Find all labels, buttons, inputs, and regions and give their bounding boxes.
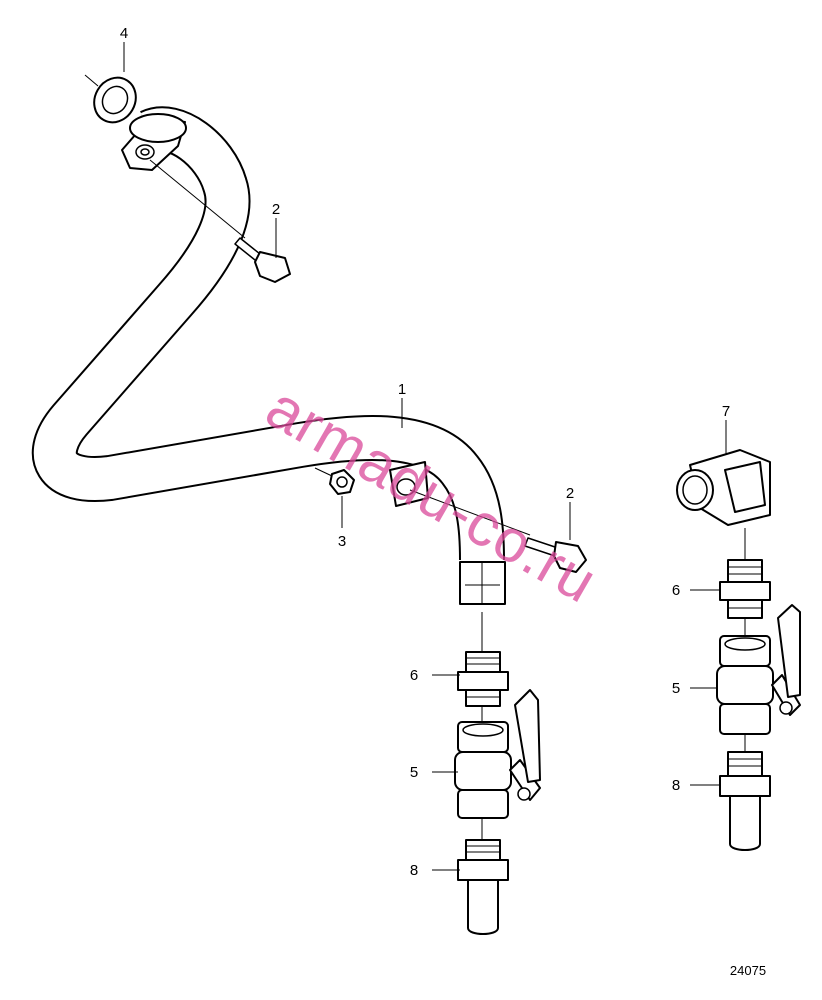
label-part-1: 1 xyxy=(398,381,406,398)
bolt-part-2-top xyxy=(149,159,291,283)
o-ring-part-4 xyxy=(84,74,137,124)
label-part-5-right: 5 xyxy=(672,680,680,697)
hose-adapter-part-8-left xyxy=(457,818,509,935)
valve-part-5-left xyxy=(454,689,541,819)
label-part-6-right: 6 xyxy=(672,582,680,599)
watermark: armadu-co.ru xyxy=(256,373,609,615)
label-part-2-top: 2 xyxy=(272,201,280,218)
part-labels: 4 2 1 3 2 7 6 5 8 6 5 8 xyxy=(120,25,730,879)
valve-part-5-right xyxy=(716,604,801,735)
adapter-part-6-right xyxy=(719,528,771,619)
bolt-part-2-mid xyxy=(409,489,587,573)
leader-lines xyxy=(123,42,727,871)
nut-part-3 xyxy=(314,467,355,495)
hose-adapter-part-8-right xyxy=(719,734,771,851)
label-part-8-right: 8 xyxy=(672,777,680,794)
adapter-part-6-left xyxy=(457,612,509,707)
label-part-8-left: 8 xyxy=(410,862,418,879)
label-part-2-mid: 2 xyxy=(566,485,574,502)
label-part-3: 3 xyxy=(338,533,346,550)
label-part-6-left: 6 xyxy=(410,667,418,684)
label-part-4: 4 xyxy=(120,25,128,42)
label-part-5-left: 5 xyxy=(410,764,418,781)
pipe-part-1 xyxy=(31,106,506,605)
drawing-number: 24075 xyxy=(730,963,766,978)
label-part-7: 7 xyxy=(722,403,730,420)
elbow-part-7 xyxy=(676,449,771,526)
